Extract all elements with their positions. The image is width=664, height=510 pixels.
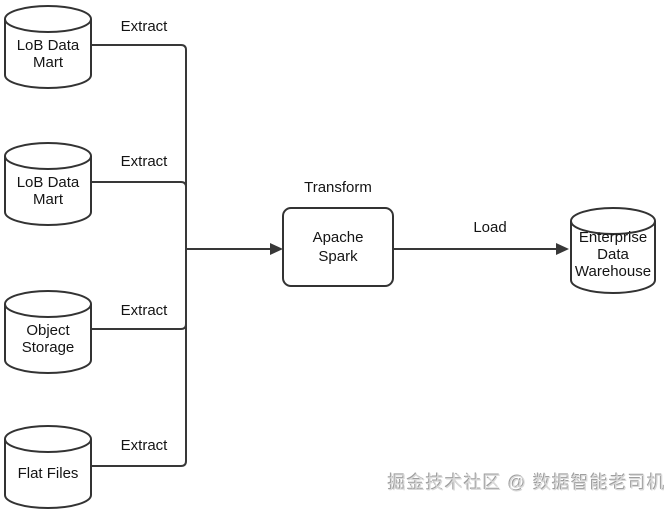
cylinder-flat-files [4,425,92,509]
cylinder-lob-data-mart-2 [4,142,92,226]
arrowhead-to-spark [270,243,283,255]
node-label-enterprise-data-warehouse: Enterprise Data Warehouse [574,229,652,280]
connector-group [91,44,556,467]
edge-label-load: Load [473,219,507,236]
node-label-apache-spark: Apache Spark [312,229,364,265]
node-label-lob-data-mart-1: LoB Data Mart [16,37,80,71]
cylinder-lob-data-mart-1 [4,5,92,89]
connector-extract-4 [91,460,187,467]
connector-extract-3 [91,323,187,330]
node-label-lob-data-mart-2: LoB Data Mart [16,174,80,208]
watermark-text: 掘金技术社区 @ 数据智能老司机 [388,473,664,493]
edge-label-extract-2: Extract [120,153,168,170]
arrowhead-load [556,243,569,255]
cylinder-object-storage [4,290,92,374]
edge-label-extract-3: Extract [120,302,168,319]
connector-extract-2 [91,181,187,188]
node-label-object-storage: Object Storage [21,322,75,356]
edge-label-extract-4: Extract [120,437,168,454]
edge-label-transform: Transform [304,179,372,196]
node-label-flat-files: Flat Files [17,465,79,482]
connector-extract-1 [91,44,187,51]
cylinder-enterprise-data-warehouse [570,207,656,294]
process-box-apache-spark [282,207,394,287]
edge-label-extract-1: Extract [120,18,168,35]
